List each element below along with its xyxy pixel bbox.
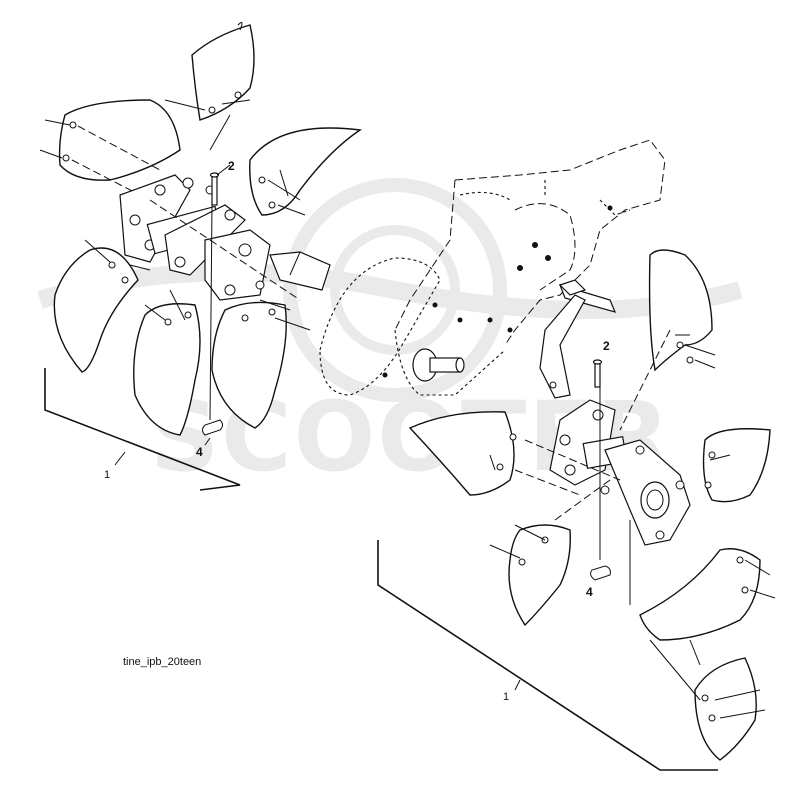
right-cotter-pin [590, 565, 611, 581]
watermark-ring-inner [330, 225, 460, 355]
left-tine-assembly: 2 4 1 [39, 21, 362, 491]
watermark-ring [283, 178, 507, 402]
left-cotter-pin [202, 419, 223, 446]
left-axis-dash [149, 199, 301, 301]
right-blade-right [702, 428, 771, 503]
right-assembly-bracket [377, 540, 718, 771]
right-callout-4: 4 [586, 585, 593, 599]
tiller-frame-phantom [319, 139, 666, 399]
left-blade-lower-left [53, 239, 151, 373]
watermark-swoosh [37, 263, 743, 319]
right-blade-left [408, 411, 517, 496]
right-blade-bottom [694, 657, 766, 761]
left-assembly-bracket [44, 368, 241, 491]
left-callout-2: 2 [228, 159, 235, 173]
left-callout-1-leader [114, 451, 126, 466]
right-tine-assembly: 2 4 1 [377, 249, 776, 771]
right-blade-upper-right [648, 249, 716, 372]
left-blade-top [164, 21, 255, 121]
left-blade-upper-left [39, 99, 181, 196]
right-blade-lower-left [489, 524, 571, 627]
right-blade-lower-right [639, 548, 776, 641]
right-axis-dash-upper [524, 439, 621, 481]
left-callout-1: 1 [104, 469, 110, 481]
figure-id-label: tine_ipb_20teen [123, 656, 201, 668]
right-axis-dash-top [619, 329, 671, 431]
right-callout-2: 2 [603, 339, 610, 353]
right-callout-1-leader [514, 679, 521, 691]
right-hub-assembly [549, 359, 691, 546]
left-callout-4: 4 [196, 445, 203, 459]
left-blade-upper-right [249, 127, 362, 216]
right-callout-1: 1 [503, 691, 509, 703]
left-blade-lower-right [211, 299, 311, 429]
left-blade-lower-middle [133, 303, 201, 436]
